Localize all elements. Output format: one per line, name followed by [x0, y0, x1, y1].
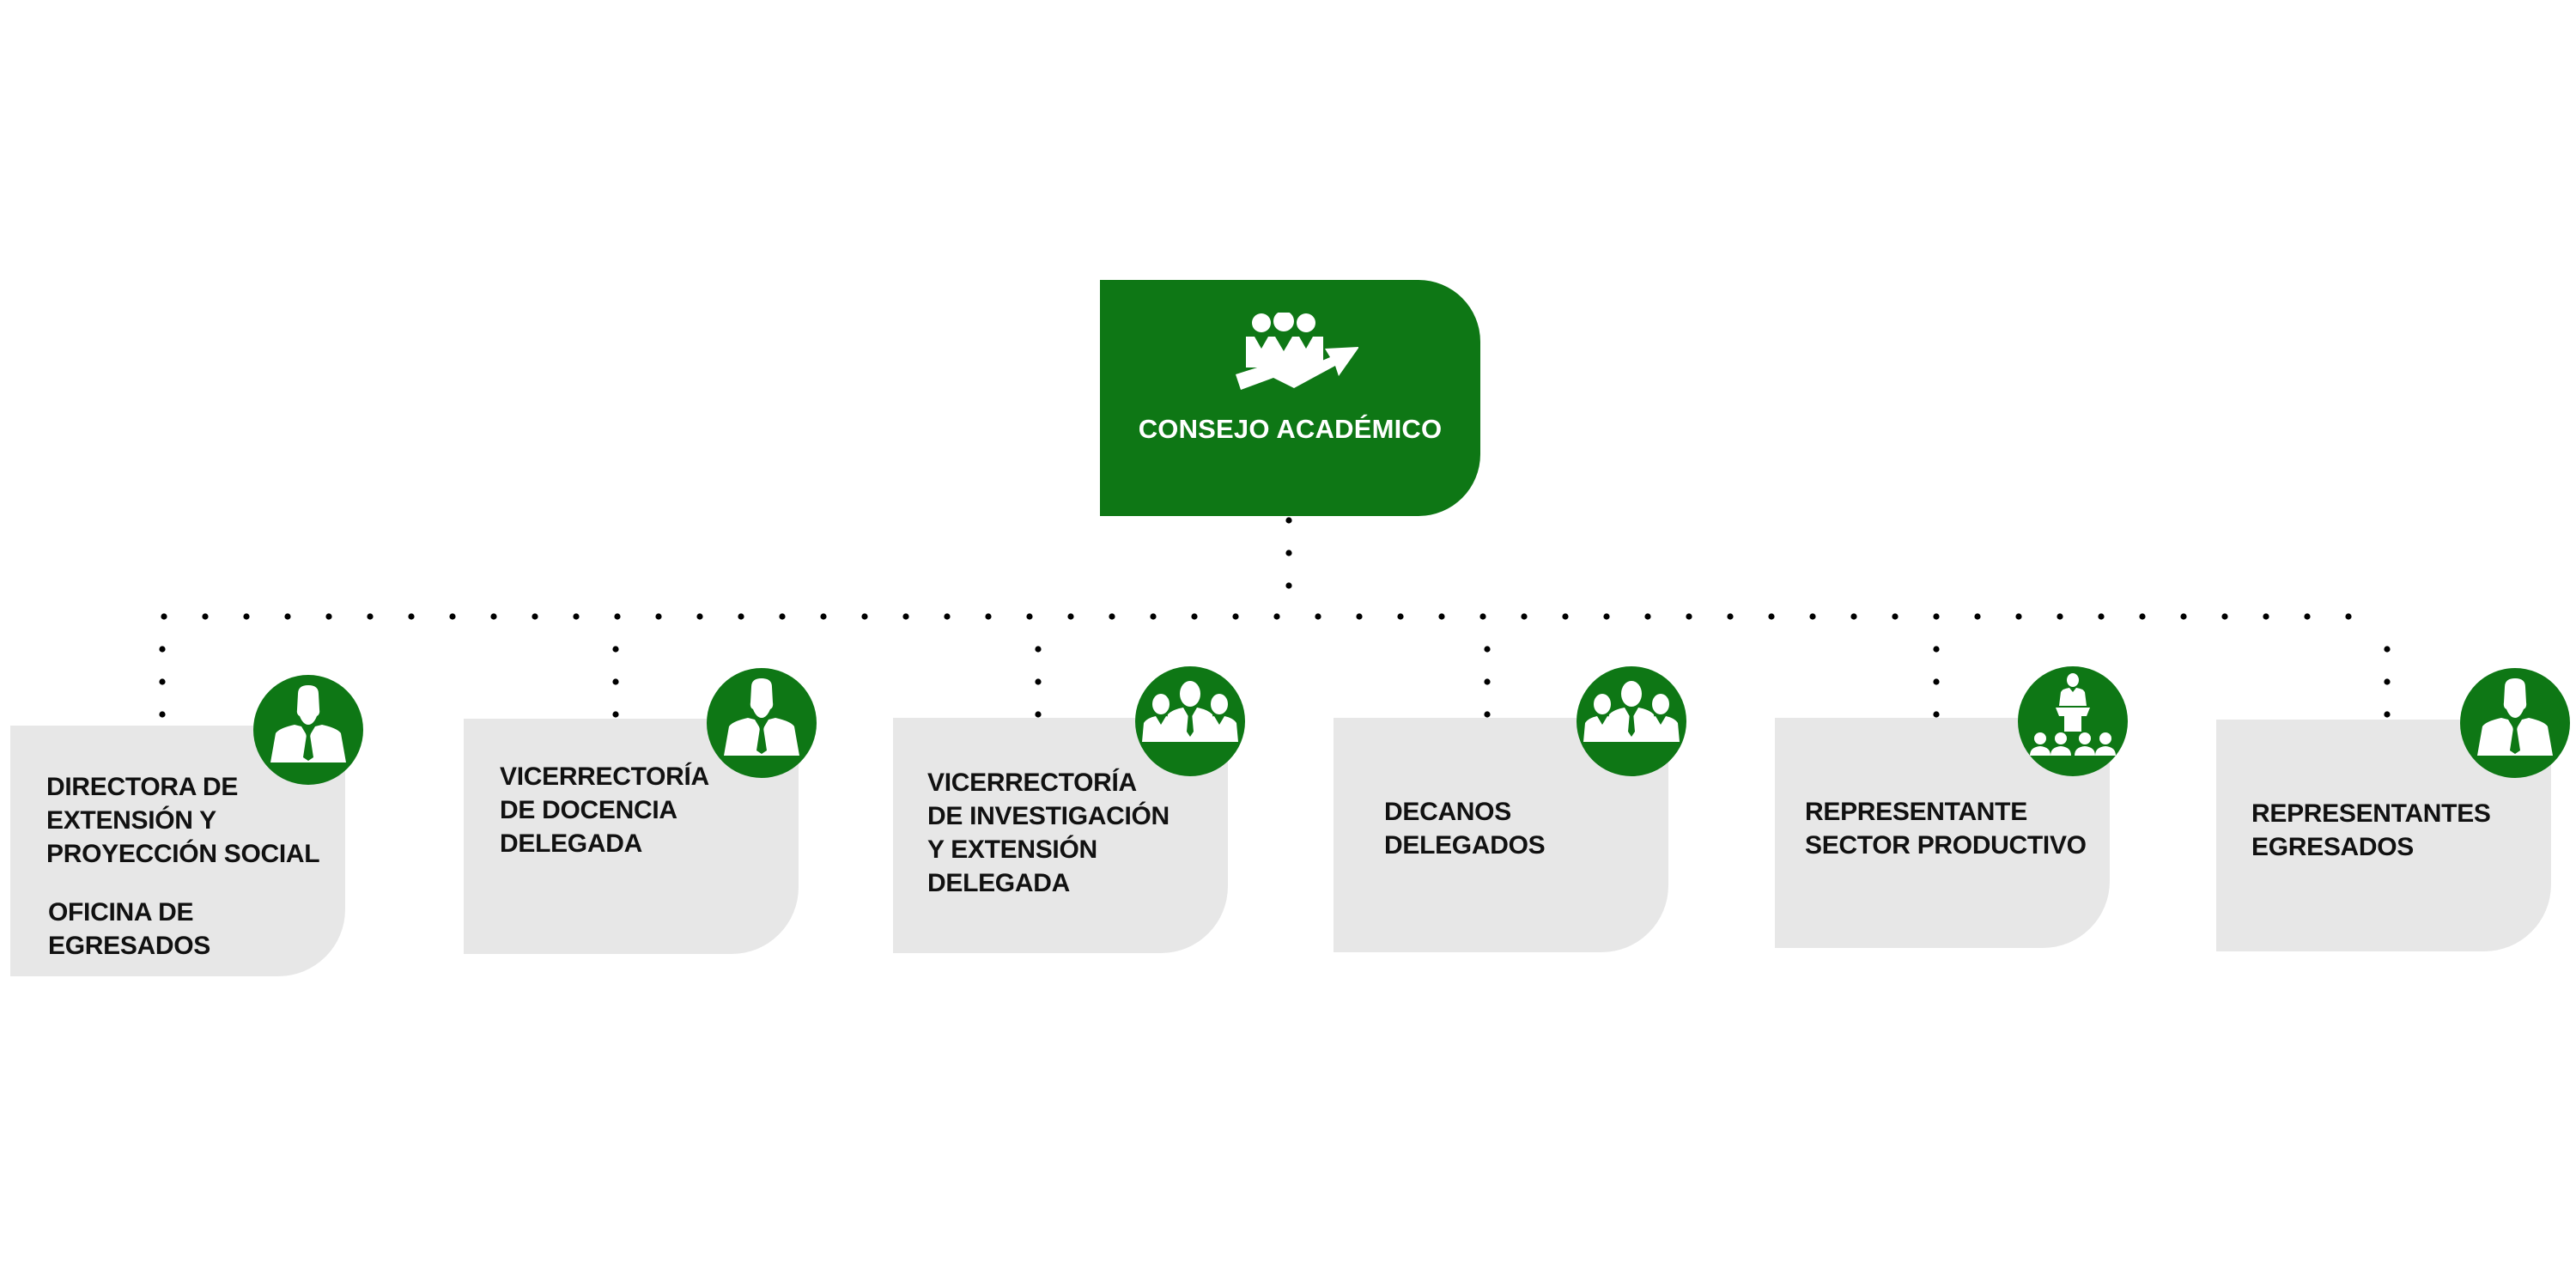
person-icon-badge — [2460, 668, 2570, 778]
member-card-title: VICERRECTORÍA DE DOCENCIA DELEGADA — [500, 762, 709, 858]
connector-dot-bus — [2263, 613, 2269, 620]
person-icon-badge — [707, 668, 817, 778]
connector-dot-bus — [2221, 613, 2228, 620]
connector-dot-bus — [284, 613, 291, 620]
connector-dot-branch — [612, 678, 619, 685]
connector-dot-bus — [985, 613, 992, 620]
connector-dot-bus — [2345, 613, 2352, 620]
person-icon — [707, 668, 817, 778]
connector-dot-bus — [1191, 613, 1198, 620]
connector-dot-bus — [2180, 613, 2187, 620]
connector-dot-bus — [902, 613, 909, 620]
connector-dot-bus — [1809, 613, 1816, 620]
person-icon-badge — [253, 675, 363, 785]
connector-dot-branch — [1035, 646, 1042, 653]
connector-dot-bus — [325, 613, 332, 620]
connector-dot-bus — [1109, 613, 1115, 620]
group-icon — [1577, 666, 1686, 776]
connector-dot-bus — [1768, 613, 1775, 620]
connector-dot-bus — [1026, 613, 1033, 620]
connector-dot-bus — [2304, 613, 2311, 620]
connector-dot-bus — [820, 613, 827, 620]
team-growth-icon — [1236, 313, 1358, 390]
speaker-audience-icon-badge — [2018, 666, 2128, 776]
speaker-audience-icon — [2018, 666, 2128, 776]
connector-dot-bus — [1850, 613, 1857, 620]
group-icon-badge — [1135, 666, 1245, 776]
connector-dot-branch — [1484, 678, 1491, 685]
connector-dot-bus — [1438, 613, 1445, 620]
root-node-consejo-academico[interactable]: CONSEJO ACADÉMICO — [1100, 280, 1480, 516]
connector-dot-trunk — [1285, 582, 1292, 589]
connector-dot-bus — [1150, 613, 1157, 620]
connector-dot-bus — [1479, 613, 1486, 620]
connector-dot-branch — [1484, 646, 1491, 653]
connector-dot-trunk — [1285, 550, 1292, 556]
connector-dot-bus — [243, 613, 250, 620]
connector-dot-bus — [2139, 613, 2146, 620]
connector-dot-bus — [1603, 613, 1610, 620]
connector-dot-bus — [2098, 613, 2105, 620]
connector-dot-branch — [1933, 678, 1940, 685]
connector-dot-bus — [614, 613, 621, 620]
connector-dot-bus — [1892, 613, 1899, 620]
connector-dot-branch — [1933, 646, 1940, 653]
person-icon — [2460, 668, 2570, 778]
connector-dot-bus — [655, 613, 662, 620]
connector-dot-bus — [2057, 613, 2063, 620]
connector-dot-bus — [1644, 613, 1651, 620]
connector-dot-bus — [779, 613, 786, 620]
connector-dot-branch — [1484, 711, 1491, 718]
group-icon — [1135, 666, 1245, 776]
connector-dot-branch — [2384, 711, 2391, 718]
connector-dot-branch — [159, 646, 166, 653]
person-icon — [253, 675, 363, 785]
connector-dot-branch — [159, 678, 166, 685]
member-card-title: REPRESENTANTES EGRESADOS — [2251, 799, 2491, 861]
connector-dot-bus — [2015, 613, 2022, 620]
connector-dot-bus — [1067, 613, 1074, 620]
connector-dot-bus — [1315, 613, 1321, 620]
member-card-title: VICERRECTORÍA DE INVESTIGACIÓN Y EXTENSI… — [927, 769, 1170, 897]
connector-dot-bus — [367, 613, 374, 620]
connector-dot-bus — [738, 613, 744, 620]
connector-dot-bus — [1273, 613, 1280, 620]
root-node-title: CONSEJO ACADÉMICO — [1138, 414, 1443, 444]
connector-dot-bus — [1686, 613, 1692, 620]
connector-dot-bus — [696, 613, 703, 620]
connector-dot-bus — [532, 613, 538, 620]
group-icon-badge — [1577, 666, 1686, 776]
connector-dot-bus — [573, 613, 580, 620]
connector-dot-bus — [861, 613, 868, 620]
connector-dot-bus — [161, 613, 167, 620]
connector-dot-bus — [1974, 613, 1981, 620]
member-card-title: DECANOS DELEGADOS — [1384, 798, 1546, 860]
connector-dot-branch — [1035, 678, 1042, 685]
member-card-subtitle: OFICINA DE EGRESADOS — [48, 898, 211, 960]
connector-dot-bus — [944, 613, 951, 620]
connector-dot-bus — [1232, 613, 1239, 620]
connector-dot-bus — [490, 613, 497, 620]
connector-dot-branch — [612, 646, 619, 653]
connector-dot-bus — [1933, 613, 1940, 620]
connector-dot-branch — [159, 711, 166, 718]
connector-dot-branch — [1933, 711, 1940, 718]
connector-dot-branch — [2384, 646, 2391, 653]
connector-dot-bus — [1397, 613, 1404, 620]
connector-dot-bus — [1521, 613, 1528, 620]
connector-dot-bus — [449, 613, 456, 620]
connector-dot-trunk — [1285, 517, 1292, 524]
connector-dot-branch — [1035, 711, 1042, 718]
member-card-title: DIRECTORA DE EXTENSIÓN Y PROYECCIÓN SOCI… — [46, 773, 320, 868]
connector-dot-bus — [408, 613, 415, 620]
connector-dot-bus — [1356, 613, 1363, 620]
connector-dot-branch — [612, 711, 619, 718]
member-card-title: REPRESENTANTE SECTOR PRODUCTIVO — [1805, 798, 2087, 860]
connector-dot-bus — [1727, 613, 1734, 620]
connector-dot-branch — [2384, 678, 2391, 685]
connector-dot-bus — [1562, 613, 1569, 620]
connector-dot-bus — [202, 613, 209, 620]
